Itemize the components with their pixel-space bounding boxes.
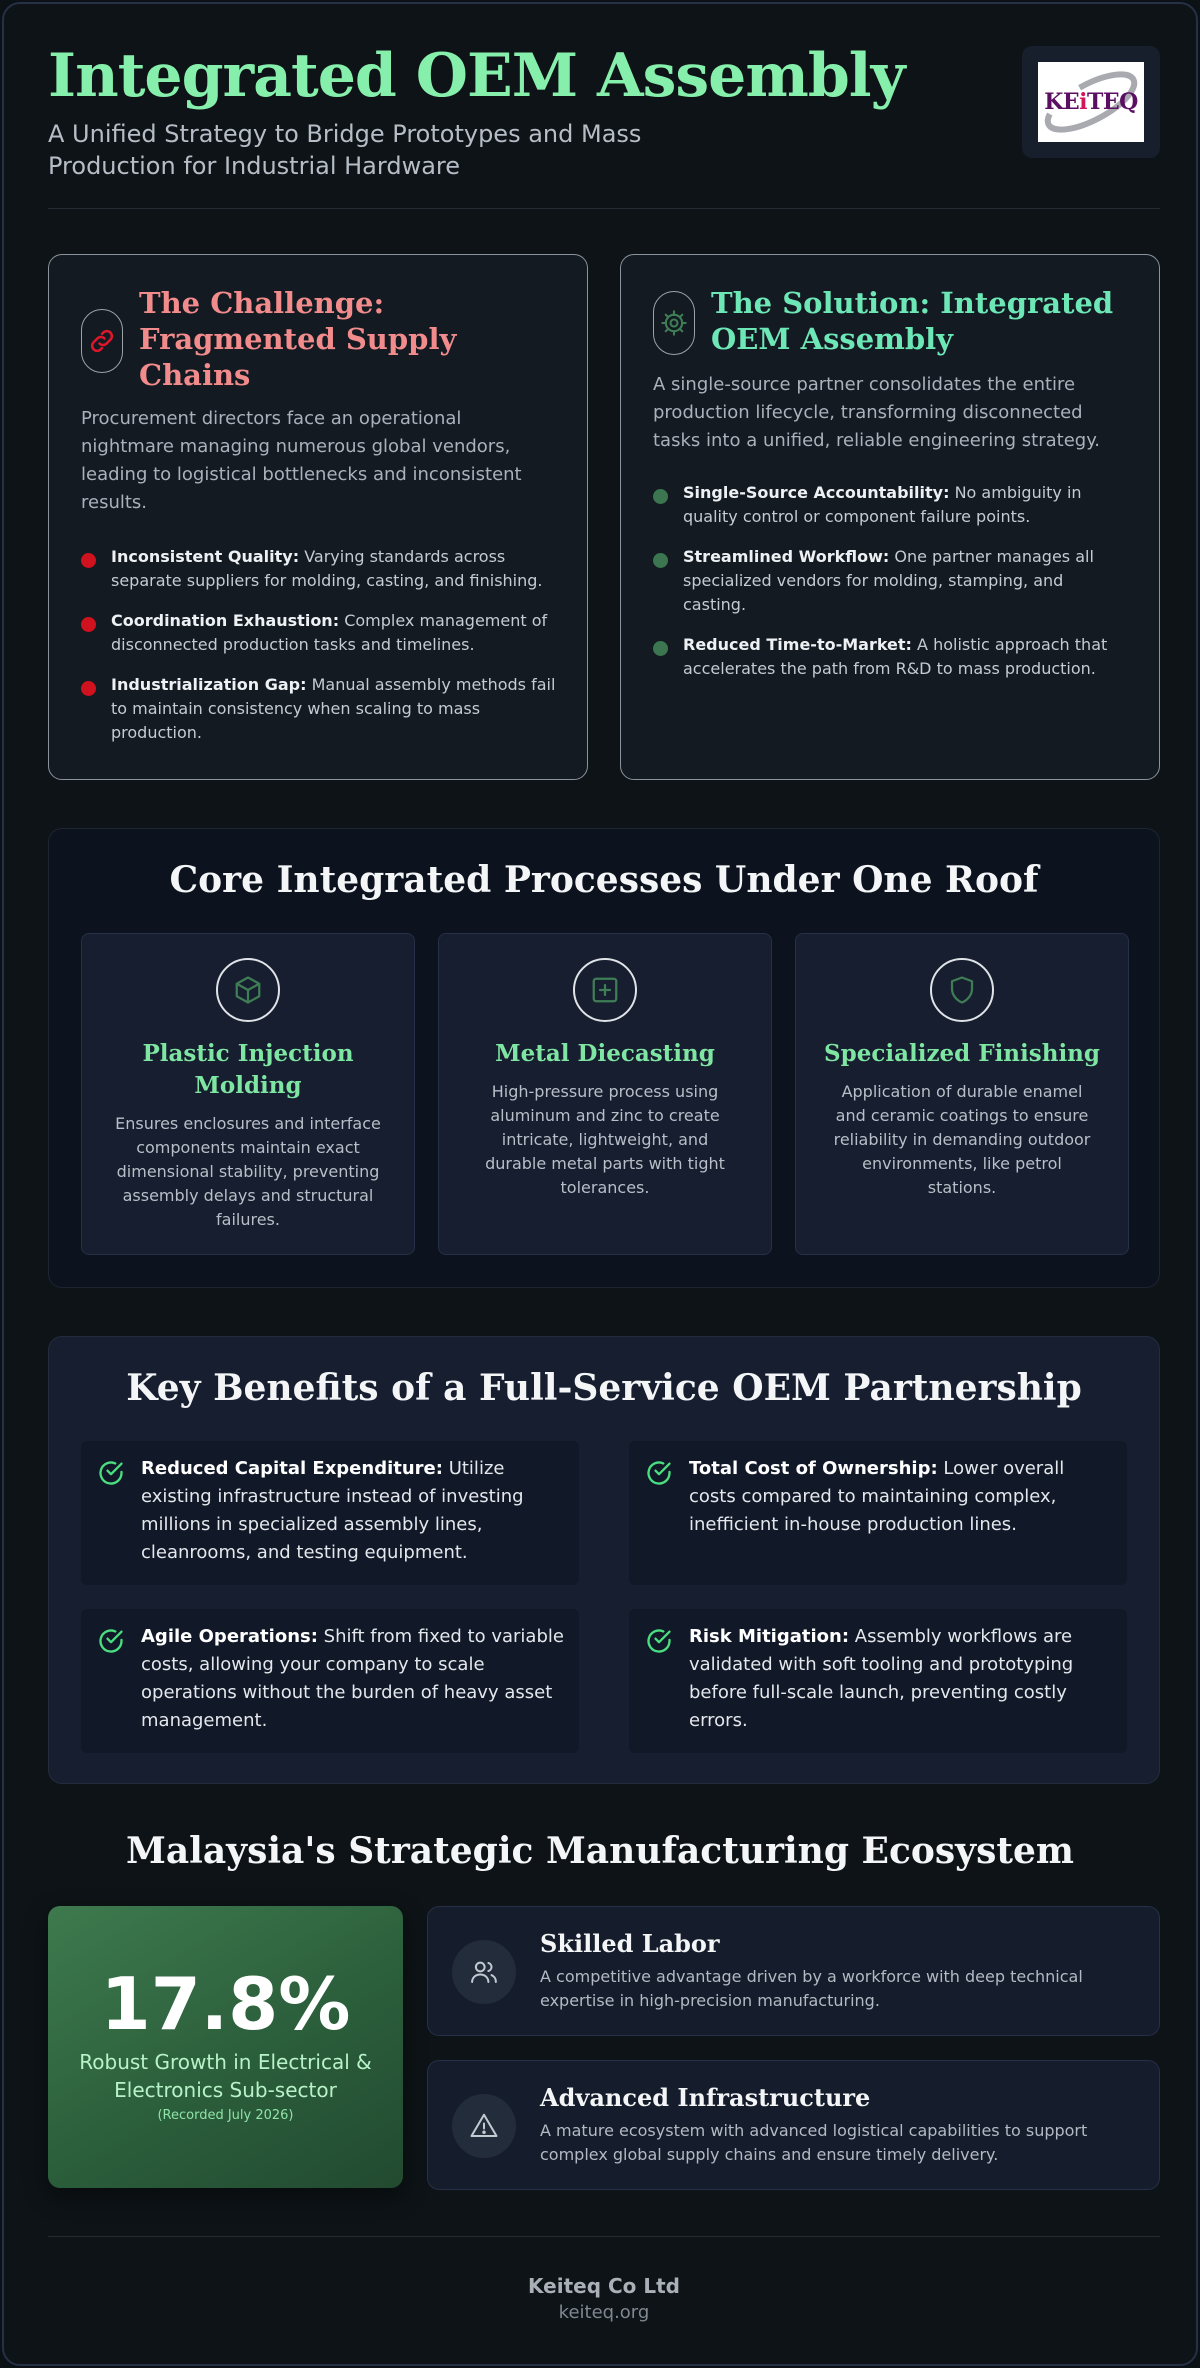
ecosystem-item-advanced-infrastructure: Advanced Infrastructure A mature ecosyst… [427, 2060, 1160, 2190]
benefit-item: Reduced Capital Expenditure: Utilize exi… [81, 1441, 579, 1585]
list-item: Streamlined Workflow: One partner manage… [653, 545, 1129, 617]
logo-wordmark: KEiTEQ [1044, 89, 1138, 115]
ecosystem-item-skilled-labor: Skilled Labor A competitive advantage dr… [427, 1906, 1160, 2036]
process-card-specialized-finishing: Specialized Finishing Application of dur… [795, 933, 1129, 1255]
ecosystem-item-description: A competitive advantage driven by a work… [540, 1967, 1083, 2010]
list-item: Inconsistent Quality: Varying standards … [81, 545, 557, 593]
footer-company-name: Keiteq Co Ltd [528, 2274, 680, 2298]
card-title: Metal Diecasting [495, 1040, 715, 1067]
bullet-dot [653, 553, 668, 568]
bullet-dot [81, 553, 96, 568]
ecosystem-item-title: Skilled Labor [540, 1929, 720, 1958]
ecosystem-item-description: A mature ecosystem with advanced logisti… [540, 2121, 1088, 2164]
header-divider [48, 208, 1160, 209]
benefits-section: Key Benefits of a Full-Service OEM Partn… [48, 1336, 1160, 1784]
benefit-text: Total Cost of Ownership: Lower overall c… [689, 1458, 1065, 1535]
growth-stat-card: 17.8% Robust Growth in Electrical & Elec… [48, 1906, 403, 2188]
list-item: Reduced Time-to-Market: A holistic appro… [653, 633, 1129, 681]
cube-icon [216, 958, 280, 1022]
check-circle-icon [647, 1461, 671, 1485]
shield-icon [930, 958, 994, 1022]
warning-triangle-icon [452, 2094, 516, 2158]
broken-link-icon [81, 309, 123, 373]
check-circle-icon [647, 1629, 671, 1653]
users-icon [452, 1940, 516, 2004]
benefit-item: Agile Operations: Shift from fixed to va… [81, 1609, 579, 1753]
plus-square-icon [573, 958, 637, 1022]
footer-website-link[interactable]: keiteq.org [558, 2302, 650, 2323]
gear-icon [653, 291, 695, 355]
benefit-text: Reduced Capital Expenditure: Utilize exi… [141, 1458, 524, 1563]
solution-title: The Solution: Integrated OEM Assembly [711, 286, 1114, 356]
ecosystem-item-title: Advanced Infrastructure [540, 2083, 871, 2112]
challenge-panel: The Challenge: Fragmented Supply Chains … [48, 254, 588, 780]
solution-description: A single-source partner consolidates the… [653, 374, 1101, 451]
benefit-text: Agile Operations: Shift from fixed to va… [141, 1626, 564, 1731]
core-section-title: Core Integrated Processes Under One Roof [169, 859, 1039, 901]
process-card-metal-diecasting: Metal Diecasting High-pressure process u… [438, 933, 772, 1255]
stat-value: 17.8% [100, 1962, 351, 2046]
card-title: Specialized Finishing [824, 1040, 1100, 1067]
solution-panel: The Solution: Integrated OEM Assembly A … [620, 254, 1160, 780]
page-title: Integrated OEM Assembly [48, 41, 905, 111]
logo-swoosh-icon [1044, 71, 1138, 133]
card-description: Ensures enclosures and interface compone… [115, 1114, 381, 1229]
stat-note: (Recorded July 2026) [157, 2108, 294, 2123]
benefits-section-title: Key Benefits of a Full-Service OEM Partn… [126, 1367, 1082, 1409]
company-logo: KEiTEQ [1038, 62, 1144, 142]
benefit-item: Risk Mitigation: Assembly workflows are … [629, 1609, 1127, 1753]
page-subtitle: A Unified Strategy to Bridge Prototypes … [48, 120, 642, 180]
footer-divider [48, 2236, 1160, 2237]
process-card-injection-molding: Plastic Injection Molding Ensures enclos… [81, 933, 415, 1255]
card-title: Plastic Injection Molding [142, 1040, 354, 1099]
card-description: High-pressure process using aluminum and… [485, 1082, 725, 1197]
benefit-item: Total Cost of Ownership: Lower overall c… [629, 1441, 1127, 1585]
list-item: Coordination Exhaustion: Complex managem… [81, 609, 557, 657]
ecosystem-section-title: Malaysia's Strategic Manufacturing Ecosy… [126, 1830, 1074, 1872]
bullet-dot [653, 641, 668, 656]
challenge-description: Procurement directors face an operationa… [81, 408, 522, 513]
bullet-dot [653, 489, 668, 504]
challenge-title: The Challenge: Fragmented Supply Chains [139, 286, 457, 392]
stat-label: Robust Growth in Electrical & Electronic… [79, 2050, 372, 2102]
list-item: Industrialization Gap: Manual assembly m… [81, 673, 557, 745]
card-description: Application of durable enamel and cerami… [833, 1082, 1091, 1197]
bullet-dot [81, 617, 96, 632]
check-circle-icon [99, 1629, 123, 1653]
benefit-text: Risk Mitigation: Assembly workflows are … [689, 1626, 1074, 1731]
list-item: Single-Source Accountability: No ambigui… [653, 481, 1129, 529]
challenge-list: Inconsistent Quality: Varying standards … [81, 545, 557, 761]
core-processes-section: Core Integrated Processes Under One Roof… [48, 828, 1160, 1288]
logo-container: KEiTEQ [1022, 46, 1160, 158]
header: Integrated OEM Assembly A Unified Strate… [48, 40, 1160, 180]
bullet-dot [81, 681, 96, 696]
solution-list: Single-Source Accountability: No ambigui… [653, 481, 1129, 697]
check-circle-icon [99, 1461, 123, 1485]
